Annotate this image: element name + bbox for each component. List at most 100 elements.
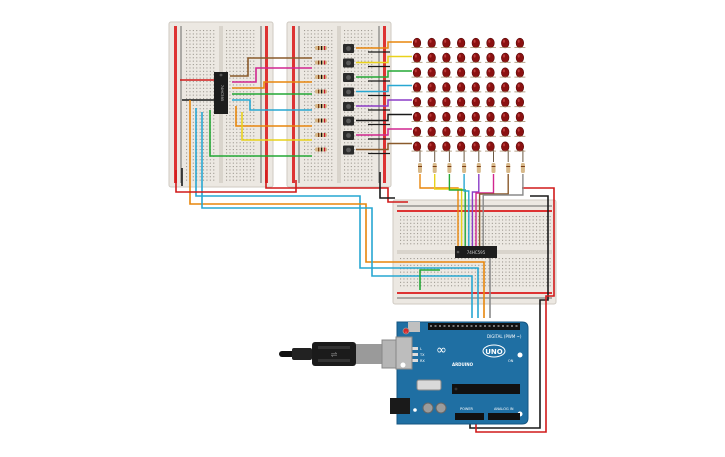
- breadboard-hole: [529, 233, 531, 235]
- red-led[interactable]: [411, 97, 423, 108]
- column-resistor[interactable]: [476, 163, 481, 173]
- red-led[interactable]: [440, 97, 452, 108]
- breadboard-hole: [307, 162, 309, 164]
- red-led[interactable]: [440, 141, 452, 152]
- column-resistor[interactable]: [462, 163, 467, 173]
- red-led[interactable]: [440, 52, 452, 63]
- red-led[interactable]: [440, 67, 452, 78]
- push-button[interactable]: [343, 44, 354, 53]
- push-button[interactable]: [343, 73, 354, 82]
- shift-register-left[interactable]: 74HC595: [214, 72, 228, 114]
- red-led[interactable]: [485, 82, 496, 93]
- led-matrix[interactable]: [411, 37, 526, 152]
- red-led[interactable]: [485, 111, 496, 123]
- red-led[interactable]: [470, 52, 482, 63]
- red-led[interactable]: [455, 111, 467, 123]
- resistor[interactable]: [315, 147, 327, 152]
- shift-register-right[interactable]: 74HC595: [455, 246, 497, 258]
- red-led[interactable]: [499, 97, 511, 108]
- red-led[interactable]: [514, 97, 526, 108]
- red-led[interactable]: [499, 126, 511, 137]
- red-led[interactable]: [440, 111, 452, 123]
- resistor[interactable]: [315, 46, 327, 50]
- column-resistor[interactable]: [506, 163, 511, 173]
- red-led[interactable]: [455, 37, 467, 49]
- red-led[interactable]: [470, 111, 482, 123]
- red-led[interactable]: [426, 67, 438, 78]
- red-led[interactable]: [426, 37, 438, 49]
- column-resistor[interactable]: [432, 163, 437, 173]
- push-button[interactable]: [343, 102, 354, 111]
- red-led[interactable]: [455, 126, 467, 137]
- red-led[interactable]: [470, 67, 482, 78]
- red-led[interactable]: [514, 141, 526, 152]
- resistor[interactable]: [315, 133, 327, 137]
- breadboard-middle[interactable]: [286, 21, 392, 188]
- red-led[interactable]: [485, 67, 496, 78]
- red-led[interactable]: [499, 111, 511, 123]
- red-led[interactable]: [514, 67, 526, 78]
- red-led[interactable]: [455, 52, 467, 63]
- red-led[interactable]: [499, 82, 511, 93]
- push-button[interactable]: [343, 116, 354, 126]
- resistor[interactable]: [315, 104, 327, 108]
- column-resistor[interactable]: [418, 163, 422, 173]
- red-led[interactable]: [426, 97, 438, 108]
- red-led[interactable]: [411, 67, 423, 78]
- red-led[interactable]: [470, 97, 482, 108]
- red-led[interactable]: [470, 37, 482, 49]
- red-led[interactable]: [485, 141, 496, 152]
- push-button[interactable]: [343, 87, 354, 97]
- red-led[interactable]: [485, 37, 496, 49]
- red-led[interactable]: [455, 141, 467, 152]
- red-led[interactable]: [485, 126, 496, 137]
- row-wire: [356, 142, 412, 151]
- resistor[interactable]: [315, 89, 327, 94]
- red-led[interactable]: [514, 126, 526, 137]
- push-button[interactable]: [343, 145, 354, 155]
- red-led[interactable]: [470, 126, 482, 137]
- red-led[interactable]: [485, 97, 496, 108]
- red-led[interactable]: [470, 82, 482, 93]
- red-led[interactable]: [514, 37, 526, 49]
- red-led[interactable]: [499, 52, 511, 63]
- red-led[interactable]: [411, 82, 423, 93]
- push-button[interactable]: [343, 58, 354, 68]
- red-led[interactable]: [411, 37, 423, 49]
- column-resistor[interactable]: [520, 163, 525, 173]
- red-led[interactable]: [426, 52, 438, 63]
- breadboard-hole: [347, 40, 349, 42]
- resistor[interactable]: [315, 118, 327, 123]
- red-led[interactable]: [455, 97, 467, 108]
- arduino-uno-board[interactable]: DIGITAL (PWM ~) L TX RX ∞ ARDUINO UNO ON…: [390, 321, 529, 425]
- red-led[interactable]: [470, 141, 482, 152]
- resistor[interactable]: [315, 60, 327, 65]
- red-led[interactable]: [426, 141, 438, 152]
- usb-cable[interactable]: ⇌: [279, 339, 411, 369]
- red-led[interactable]: [499, 37, 511, 49]
- red-led[interactable]: [440, 37, 452, 49]
- red-led[interactable]: [514, 82, 526, 93]
- red-led[interactable]: [514, 52, 526, 63]
- red-led[interactable]: [440, 126, 452, 137]
- column-resistor[interactable]: [491, 163, 496, 173]
- red-led[interactable]: [426, 111, 438, 123]
- resistor[interactable]: [315, 75, 327, 79]
- red-led[interactable]: [411, 111, 423, 123]
- red-led[interactable]: [485, 52, 496, 63]
- red-led[interactable]: [499, 67, 511, 78]
- red-led[interactable]: [411, 126, 423, 137]
- column-resistor[interactable]: [447, 163, 452, 173]
- red-led[interactable]: [499, 141, 511, 152]
- red-led[interactable]: [411, 52, 423, 63]
- red-led[interactable]: [426, 126, 438, 137]
- red-led[interactable]: [411, 141, 423, 152]
- red-led[interactable]: [455, 67, 467, 78]
- breadboard-hole: [361, 81, 363, 83]
- red-led[interactable]: [455, 82, 467, 93]
- red-led[interactable]: [514, 111, 526, 123]
- breadboard-hole: [354, 142, 356, 144]
- red-led[interactable]: [440, 82, 452, 93]
- red-led[interactable]: [426, 82, 438, 93]
- push-button[interactable]: [343, 131, 354, 140]
